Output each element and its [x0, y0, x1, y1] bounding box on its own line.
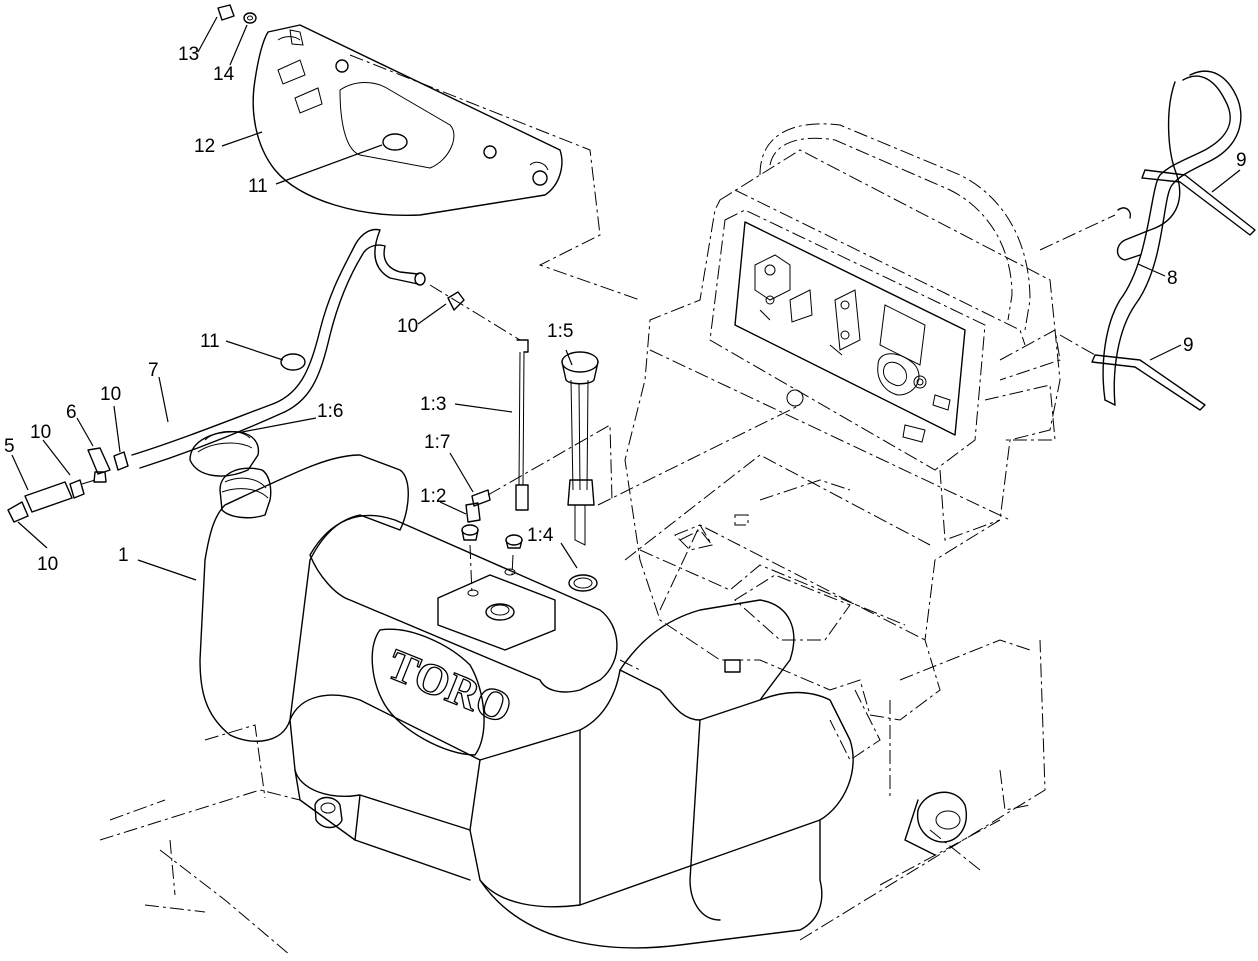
base-construction-lines [99, 639, 1046, 956]
label-11-left: 11 [200, 331, 220, 352]
fuel-line-assembly [7, 228, 465, 523]
label-6: 6 [66, 402, 77, 423]
label-7: 7 [148, 360, 159, 381]
label-10-a: 10 [100, 384, 121, 405]
label-10-mid: 10 [397, 316, 418, 337]
label-1: 1 [118, 545, 129, 566]
fuel-tank: TORO [199, 454, 967, 949]
label-13: 13 [178, 44, 199, 65]
label-1-5: 1:5 [547, 321, 573, 342]
fuel-cap [189, 431, 260, 477]
label-12: 12 [194, 136, 215, 157]
cover-plate [217, 4, 563, 217]
toro-logo-text: TORO [381, 640, 519, 734]
vent-hose [1091, 70, 1256, 411]
label-1-3: 1:3 [420, 394, 446, 415]
label-10-b: 10 [30, 422, 51, 443]
fuel-sender [561, 351, 599, 592]
part-labels: 13 14 12 11 10 11 7 10 6 10 5 10 1 1:6 1… [4, 44, 1247, 575]
label-1-6: 1:6 [317, 401, 343, 422]
label-1-2: 1:2 [420, 486, 446, 507]
control-panel [734, 221, 966, 443]
leader-lines [11, 16, 1241, 581]
label-1-7: 1:7 [424, 432, 450, 453]
label-5: 5 [4, 436, 15, 457]
label-11-top: 11 [248, 176, 268, 197]
label-10-c: 10 [37, 554, 58, 575]
label-8: 8 [1167, 268, 1178, 289]
seat-frame [619, 123, 1061, 800]
assembly-lines [349, 54, 1116, 596]
label-9-bottom: 9 [1183, 335, 1194, 356]
label-14: 14 [213, 64, 235, 85]
vent-parts [461, 339, 529, 549]
label-9-top: 9 [1236, 150, 1247, 171]
toro-logo: TORO [371, 628, 519, 756]
label-1-4: 1:4 [527, 525, 554, 546]
